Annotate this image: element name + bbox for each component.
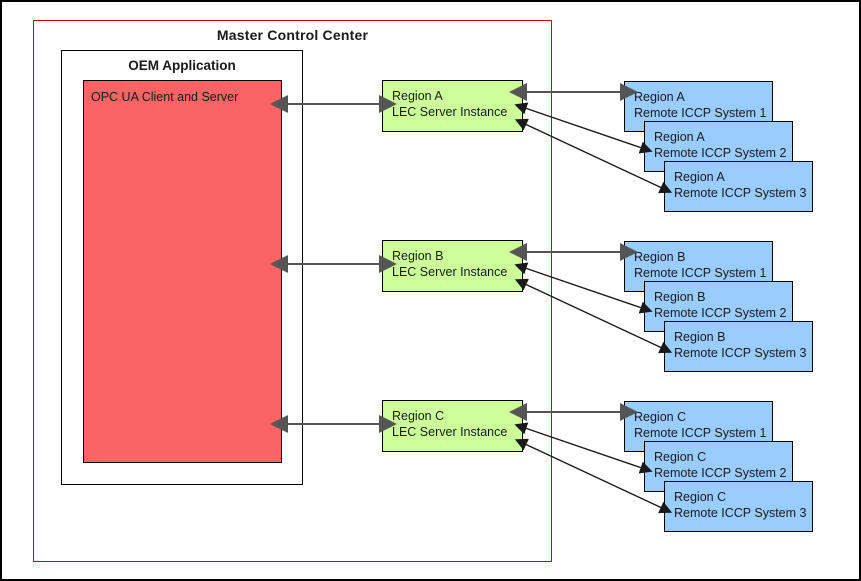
oem-application-title: OEM Application <box>128 58 236 73</box>
lec-server-region-b-line2: LEC Server Instance <box>392 265 508 279</box>
remote-iccp-region-a-2-line1: Region A <box>654 130 705 144</box>
remote-iccp-region-c-3[interactable]: Region C Remote ICCP System 3 <box>664 481 813 532</box>
remote-iccp-region-b-3-line2: Remote ICCP System 3 <box>674 346 807 360</box>
lec-server-region-b-text: Region B LEC Server Instance <box>392 248 507 280</box>
remote-iccp-region-b-3-line1: Region B <box>674 330 726 344</box>
remote-iccp-region-b-2-text: Region B Remote ICCP System 2 <box>654 289 786 321</box>
lec-server-region-a-text: Region A LEC Server Instance <box>392 88 507 120</box>
remote-iccp-region-c-1-text: Region C Remote ICCP System 1 <box>634 409 766 441</box>
remote-iccp-region-b-1-text: Region B Remote ICCP System 1 <box>634 249 766 281</box>
remote-iccp-region-c-2-line1: Region C <box>654 450 707 464</box>
remote-iccp-region-a-2-text: Region A Remote ICCP System 2 <box>654 129 786 161</box>
remote-iccp-region-a-1-line1: Region A <box>634 90 685 104</box>
remote-iccp-region-b-3[interactable]: Region B Remote ICCP System 3 <box>664 321 813 372</box>
remote-iccp-region-c-1-line2: Remote ICCP System 1 <box>634 426 767 440</box>
remote-iccp-region-b-2-line2: Remote ICCP System 2 <box>654 306 787 320</box>
master-control-center-title: Master Control Center <box>216 27 369 43</box>
lec-server-region-a-line1: Region A <box>392 89 443 103</box>
lec-server-region-c-line1: Region C <box>392 409 445 423</box>
remote-iccp-region-c-3-text: Region C Remote ICCP System 3 <box>674 489 806 521</box>
lec-server-region-c-line2: LEC Server Instance <box>392 425 508 439</box>
remote-iccp-region-c-3-line1: Region C <box>674 490 727 504</box>
remote-iccp-region-c-1-line1: Region C <box>634 410 687 424</box>
lec-server-region-b-line1: Region B <box>392 249 444 263</box>
remote-iccp-region-a-2-line2: Remote ICCP System 2 <box>654 146 787 160</box>
remote-iccp-region-a-1-line2: Remote ICCP System 1 <box>634 106 767 120</box>
lec-server-region-c[interactable]: Region C LEC Server Instance <box>382 400 523 452</box>
remote-iccp-region-a-3-text: Region A Remote ICCP System 3 <box>674 169 806 201</box>
remote-iccp-region-a-3-line1: Region A <box>674 170 725 184</box>
remote-iccp-region-c-3-line2: Remote ICCP System 3 <box>674 506 807 520</box>
lec-server-region-a[interactable]: Region A LEC Server Instance <box>382 80 523 132</box>
remote-iccp-region-c-2-text: Region C Remote ICCP System 2 <box>654 449 786 481</box>
remote-iccp-region-b-2-line1: Region B <box>654 290 706 304</box>
remote-iccp-region-b-3-text: Region B Remote ICCP System 3 <box>674 329 806 361</box>
remote-iccp-region-c-2-line2: Remote ICCP System 2 <box>654 466 787 480</box>
lec-server-region-b[interactable]: Region B LEC Server Instance <box>382 240 523 292</box>
remote-iccp-region-b-1-line2: Remote ICCP System 1 <box>634 266 767 280</box>
remote-iccp-region-a-3-line2: Remote ICCP System 3 <box>674 186 807 200</box>
lec-server-region-a-line2: LEC Server Instance <box>392 105 508 119</box>
lec-server-region-c-text: Region C LEC Server Instance <box>392 408 507 440</box>
remote-iccp-region-b-1-line1: Region B <box>634 250 686 264</box>
opc-ua-client-server-label: OPC UA Client and Server <box>91 90 239 104</box>
remote-iccp-region-a-3[interactable]: Region A Remote ICCP System 3 <box>664 161 813 212</box>
opc-ua-client-server-box <box>83 80 282 463</box>
remote-iccp-region-a-1-text: Region A Remote ICCP System 1 <box>634 89 766 121</box>
